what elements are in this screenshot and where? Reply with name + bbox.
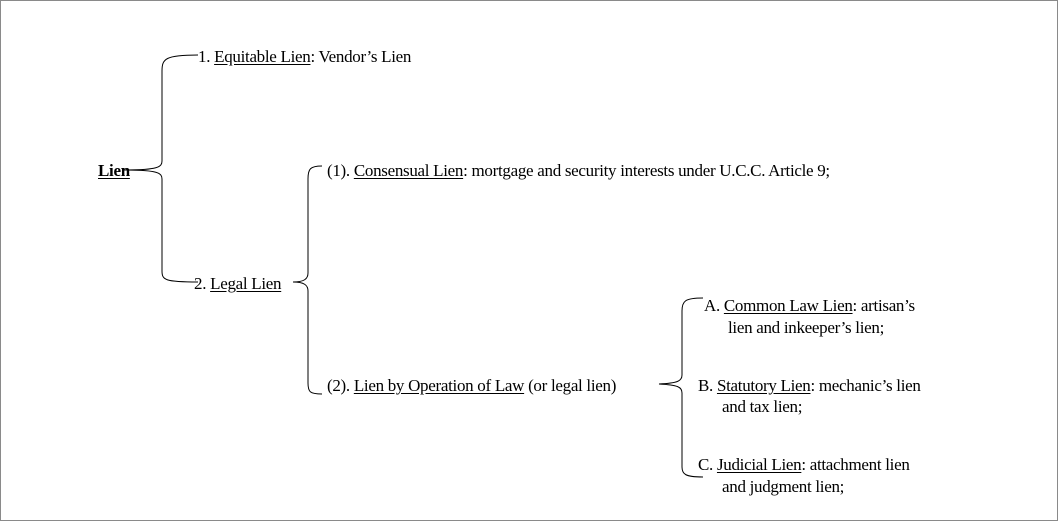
node-common-law-lien-line2: lien and inkeeper’s lien; [728, 318, 884, 337]
node-term: Consensual Lien [353, 161, 464, 180]
node-number: 2. [194, 274, 211, 293]
node-common-law-lien: A. Common Law Lien: artisan’s [704, 295, 915, 316]
node-judicial-lien-line2: and judgment lien; [722, 477, 845, 496]
node-term: Lien by Operation of Law [353, 376, 525, 395]
node-description: : artisan’s [852, 296, 916, 315]
node-statutory-lien-line2: and tax lien; [722, 397, 803, 416]
node-judicial-lien: C. Judicial Lien: attachment lien [698, 454, 910, 475]
node-term: Judicial Lien [716, 455, 802, 474]
node-lien-by-operation-of-law: (2). Lien by Operation of Law (or legal … [327, 375, 616, 396]
node-number: A. [704, 296, 724, 315]
bracket-lien [123, 54, 199, 283]
node-number: 1. [198, 47, 215, 66]
node-description: : mechanic’s lien [810, 376, 921, 395]
node-description: (or legal lien) [524, 376, 617, 395]
node-description: : attachment lien [801, 455, 910, 474]
node-statutory-lien: B. Statutory Lien: mechanic’s lien [698, 375, 921, 396]
node-equitable-lien: 1. Equitable Lien: Vendor’s Lien [198, 46, 411, 67]
node-number: B. [698, 376, 717, 395]
node-consensual-lien: (1). Consensual Lien: mortgage and secur… [327, 160, 830, 181]
bracket-operation-of-law [658, 297, 704, 478]
node-term: Equitable Lien [214, 47, 311, 66]
node-term: Common Law Lien [723, 296, 853, 315]
node-number: (2). [327, 376, 354, 395]
node-number: (1). [327, 161, 354, 180]
node-term: Legal Lien [210, 274, 282, 293]
node-term: Statutory Lien [716, 376, 811, 395]
node-description: : Vendor’s Lien [310, 47, 412, 66]
node-legal-lien: 2. Legal Lien [194, 273, 282, 294]
bracket-legal-lien [292, 165, 323, 395]
root-label: Lien [98, 161, 130, 180]
node-number: C. [698, 455, 717, 474]
node-description: : mortgage and security interests under … [463, 161, 830, 180]
